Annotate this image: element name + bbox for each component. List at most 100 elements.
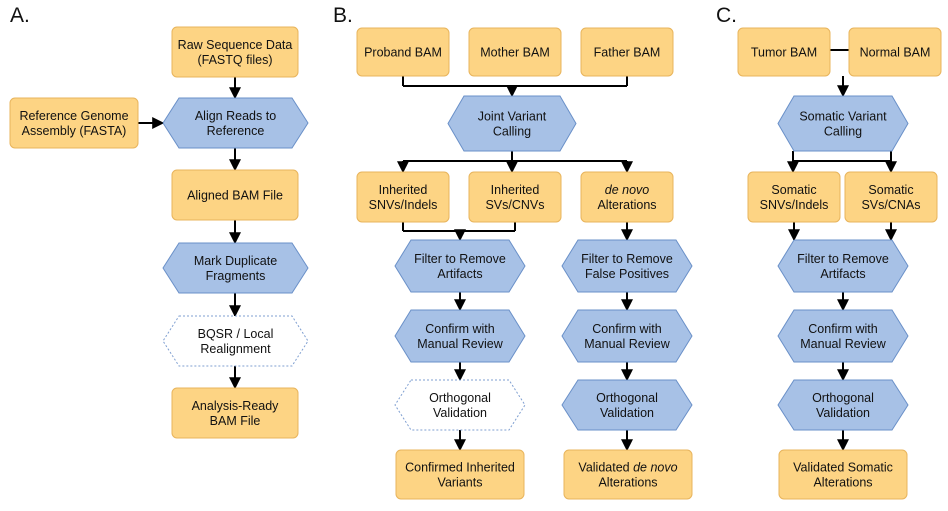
mother-bam-box-shape bbox=[468, 27, 562, 77]
panel-label-a: A. bbox=[10, 4, 30, 27]
analysis-ready-bam-box-label-1: Analysis-Ready bbox=[192, 399, 280, 413]
father-bam-box-shape bbox=[580, 27, 674, 77]
joint-variant-calling-step-label-2: Calling bbox=[493, 125, 531, 139]
confirmed-inherited-variants-box-shape bbox=[395, 449, 525, 500]
inherited-svs-box-label-1: Inherited bbox=[491, 183, 540, 197]
joint-variant-calling-step-label-1: Joint Variant bbox=[478, 110, 547, 124]
aligned-bam-box-shape bbox=[171, 169, 299, 221]
validated-somatic-alterations-box-label-2: Alterations bbox=[813, 476, 872, 490]
validated-somatic-alterations-box-label-1: Validated Somatic bbox=[793, 461, 893, 475]
mark-duplicates-step-shape bbox=[162, 242, 309, 294]
raw-sequence-data-box-label-1: Raw Sequence Data bbox=[178, 38, 293, 52]
reference-genome-box-label-2: Assembly (FASTA) bbox=[22, 124, 127, 138]
confirm-manual-review-right-step-shape bbox=[561, 309, 693, 363]
somatic-confirm-manual-review-step-shape bbox=[777, 309, 909, 363]
validated-de-novo-box-shape bbox=[563, 449, 693, 500]
bqsr-realignment-step-label-2: Realignment bbox=[200, 342, 271, 356]
confirmed-inherited-variants-box-label-1: Confirmed Inherited bbox=[405, 461, 515, 475]
confirm-manual-review-left-step-label-1: Confirm with bbox=[425, 322, 495, 336]
somatic-confirm-manual-review-step-label-1: Confirm with bbox=[808, 322, 878, 336]
inherited-svs-box-label-2: SVs/CNVs bbox=[485, 198, 544, 212]
somatic-variant-calling-step-label-2: Calling bbox=[824, 125, 862, 139]
confirm-manual-review-right-step-label-2: Manual Review bbox=[584, 337, 670, 351]
father-bam-box: Father BAM bbox=[580, 27, 674, 77]
bqsr-realignment-step-label-1: BQSR / Local bbox=[198, 327, 274, 341]
filter-false-positives-step-shape bbox=[561, 239, 693, 293]
mother-bam-box-label-1: Mother BAM bbox=[480, 46, 549, 60]
filter-false-positives-step-label-1: Filter to Remove bbox=[581, 252, 673, 266]
confirm-manual-review-left-step-label-2: Manual Review bbox=[417, 337, 503, 351]
tumor-bam-box-shape bbox=[737, 27, 831, 77]
somatic-svs-box-label-1: Somatic bbox=[868, 183, 913, 197]
orthogonal-validation-right-step-label-1: Orthogonal bbox=[596, 391, 658, 405]
filter-artifacts-step-shape bbox=[394, 239, 526, 293]
somatic-snvs-box-label-1: Somatic bbox=[771, 183, 816, 197]
raw-sequence-data-box-shape bbox=[171, 26, 299, 78]
somatic-snvs-box-label-2: SNVs/Indels bbox=[760, 198, 829, 212]
connector-arrows bbox=[138, 49, 897, 452]
proband-bam-box-shape bbox=[356, 27, 450, 77]
de-novo-alterations-box-label-1: de novo bbox=[605, 183, 650, 197]
align-reads-step-label-1: Align Reads to bbox=[195, 109, 276, 123]
analysis-ready-bam-box-shape bbox=[171, 387, 299, 439]
orthogonal-validation-left-step-label-1: Orthogonal bbox=[429, 391, 491, 405]
somatic-svs-box-shape bbox=[844, 171, 938, 223]
confirm-manual-review-right-step-label-1: Confirm with bbox=[592, 322, 662, 336]
somatic-snvs-box-shape bbox=[747, 171, 841, 223]
orthogonal-validation-left-step-shape bbox=[394, 379, 526, 431]
somatic-filter-artifacts-step-label-2: Artifacts bbox=[820, 267, 865, 281]
joint-variant-calling-step-shape bbox=[447, 95, 577, 152]
raw-sequence-data-box-label-2: (FASTQ files) bbox=[197, 53, 272, 67]
normal-bam-box: Normal BAM bbox=[848, 27, 942, 77]
mother-bam-box: Mother BAM bbox=[468, 27, 562, 77]
somatic-orthogonal-validation-step-label-2: Validation bbox=[816, 406, 870, 420]
orthogonal-validation-right-step-label-2: Validation bbox=[600, 406, 654, 420]
de-novo-alterations-box-label-2: Alterations bbox=[597, 198, 656, 212]
filter-artifacts-step-label-2: Artifacts bbox=[437, 267, 482, 281]
somatic-variant-calling-step-label-1: Somatic Variant bbox=[799, 110, 887, 124]
panel-label-c: C. bbox=[716, 4, 737, 27]
mark-duplicates-step-label-1: Mark Duplicate bbox=[194, 254, 277, 268]
align-reads-step-shape bbox=[162, 97, 309, 149]
father-bam-box-label-1: Father BAM bbox=[594, 46, 661, 60]
normal-bam-box-label-1: Normal BAM bbox=[860, 46, 931, 60]
validated-de-novo-box-label-1: Validated de novo bbox=[578, 461, 677, 475]
filter-artifacts-step-label-1: Filter to Remove bbox=[414, 252, 506, 266]
analysis-ready-bam-box-label-2: BAM File bbox=[210, 414, 261, 428]
proband-bam-box: Proband BAM bbox=[356, 27, 450, 77]
de-novo-alterations-box-shape bbox=[580, 171, 674, 223]
inherited-snvs-box-label-1: Inherited bbox=[379, 183, 428, 197]
filter-false-positives-step-label-2: False Positives bbox=[585, 267, 669, 281]
tumor-bam-box-label-1: Tumor BAM bbox=[751, 46, 817, 60]
raw-sequence-data-box: Raw Sequence Data(FASTQ files) bbox=[171, 26, 299, 78]
validated-somatic-alterations-box-shape bbox=[778, 449, 908, 500]
tumor-bam-box: Tumor BAM bbox=[737, 27, 831, 77]
bqsr-realignment-step-shape bbox=[162, 315, 309, 367]
orthogonal-validation-right-step-shape bbox=[561, 379, 693, 431]
somatic-confirm-manual-review-step-label-2: Manual Review bbox=[800, 337, 886, 351]
somatic-filter-artifacts-step-label-1: Filter to Remove bbox=[797, 252, 889, 266]
proband-bam-box-label-1: Proband BAM bbox=[364, 46, 442, 60]
normal-bam-box-shape bbox=[848, 27, 942, 77]
inherited-svs-box-shape bbox=[468, 171, 562, 223]
somatic-orthogonal-validation-step-label-1: Orthogonal bbox=[812, 391, 874, 405]
validated-de-novo-box-label-2: Alterations bbox=[598, 476, 657, 490]
